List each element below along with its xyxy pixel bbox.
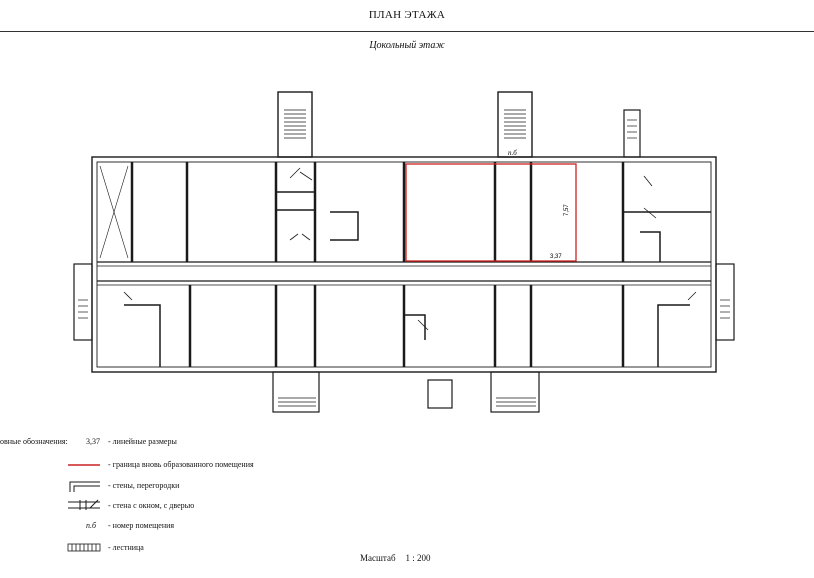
stairs-hatching (78, 109, 730, 407)
room-number-label: п.б (508, 149, 517, 157)
legend-symbols (67, 464, 101, 552)
side-porches (73, 263, 735, 341)
stairs-icon (67, 543, 101, 552)
wall-icon (69, 481, 100, 492)
page-title: ПЛАН ЭТАЖА (368, 9, 446, 21)
legend-item-label: - стены, перегородки (108, 481, 180, 490)
legend-dimension-sample: 3,37 (86, 437, 100, 446)
top-stair-towers (277, 91, 641, 158)
wall-window-door-icon (68, 499, 100, 510)
legend-heading: овные обозначения: (0, 437, 68, 446)
shaft-cross (99, 165, 129, 259)
legend-item-label: - граница вновь образованного помещения (108, 460, 254, 469)
new-premises-boundary (405, 163, 577, 262)
legend-item-label: - стена с окном, с дверью (108, 501, 195, 510)
title-divider (0, 31, 814, 32)
scale-label: Масштаб (360, 553, 396, 563)
top-partitions (130, 162, 711, 262)
bottom-porches (272, 371, 540, 413)
legend-item-label: - линейные размеры (108, 437, 177, 446)
scale-value: 1 : 200 (405, 553, 431, 563)
legend-item-label: - номер помещения (108, 521, 175, 530)
corridor-walls (97, 261, 711, 286)
scale-note: Масштаб 1 : 200 (360, 553, 441, 563)
dimension-height-label: 7,57 (564, 204, 570, 216)
door-swings (123, 167, 697, 331)
floor-name: Цокольный этаж (369, 40, 445, 51)
legend-room-number-sample: п.б (86, 521, 97, 530)
bottom-partitions (124, 285, 690, 367)
dimension-width-label: 3,37 (550, 254, 562, 260)
legend-item-label: - лестница (108, 543, 144, 552)
